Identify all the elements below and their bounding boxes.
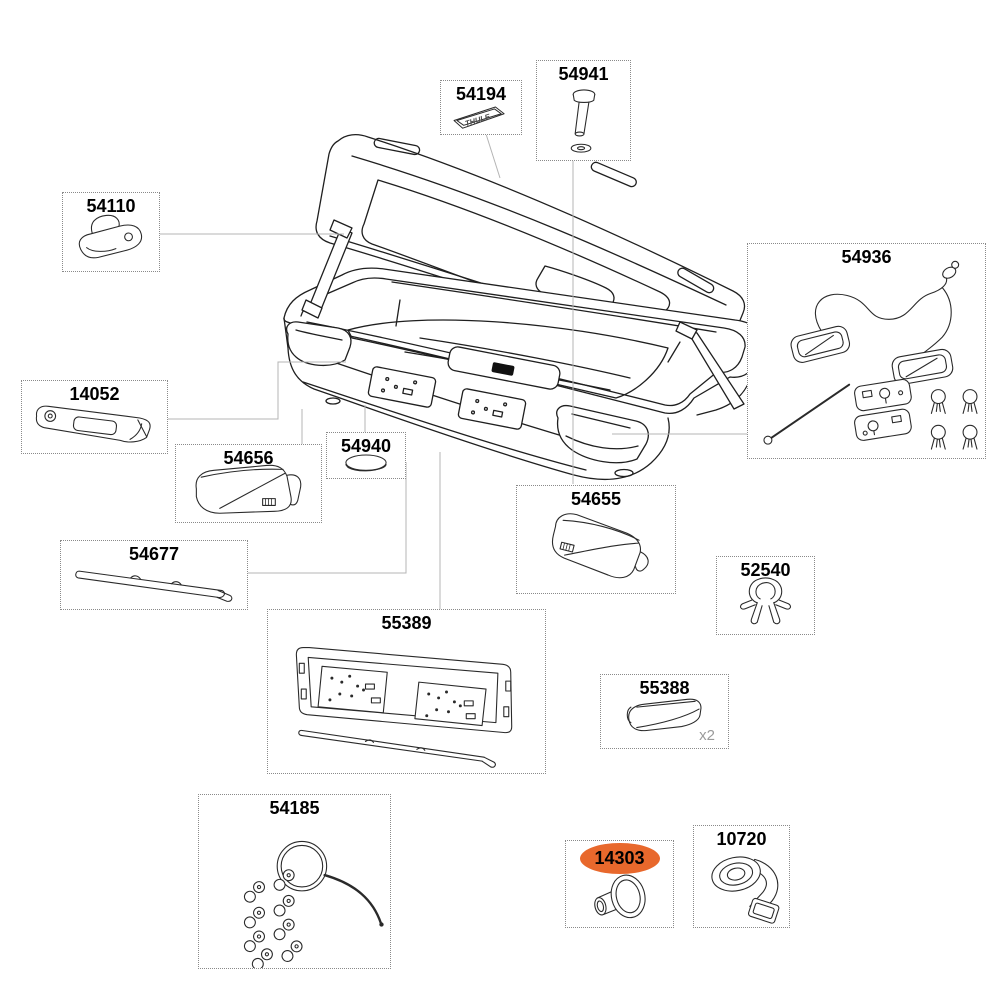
- quantity-note: x2: [699, 727, 715, 744]
- part-number-label: 54940: [340, 436, 392, 456]
- part-10720-strap-thumbnail: [711, 856, 780, 924]
- part-number-label: 54656: [223, 448, 274, 468]
- part-54655-corner-cover-thumbnail: [551, 513, 649, 579]
- connector-lines: [160, 133, 747, 609]
- part-54941-bolt-thumbnail: [570, 89, 596, 153]
- part-number-label: 52540: [740, 560, 791, 580]
- part-number-label: 54941: [558, 64, 609, 84]
- part-callout-55389[interactable]: 55389: [267, 609, 546, 774]
- part-callout-54941[interactable]: 54941: [536, 60, 631, 161]
- part-54110-lid-lock-thumbnail: [78, 214, 143, 259]
- part-callout-54110[interactable]: 54110: [62, 192, 160, 272]
- part-callout-54940[interactable]: 54940: [326, 432, 406, 479]
- part-number-label: 54936: [841, 247, 892, 267]
- part-54940-cap-thumbnail: [345, 454, 387, 472]
- part-callout-14052[interactable]: 14052: [21, 380, 168, 454]
- part-number-label-highlighted: 14303: [579, 843, 660, 874]
- clip-icons: [930, 389, 978, 450]
- part-callout-14303[interactable]: 14303: [565, 840, 674, 928]
- part-number-label: 55388: [639, 678, 690, 698]
- part-number-label: 54194: [455, 84, 507, 104]
- part-callout-10720[interactable]: 10720: [693, 825, 790, 928]
- part-number-label: 54655: [570, 489, 622, 509]
- part-callout-55388[interactable]: 55388 x2: [600, 674, 729, 749]
- part-callout-54936[interactable]: 54936: [747, 243, 986, 459]
- part-14303-grommet-thumbnail: [594, 874, 646, 919]
- part-55389-plate-holder-thumbnail: [295, 646, 513, 768]
- part-number-label: 54185: [269, 798, 320, 818]
- part-14052-handle-thumbnail: [35, 405, 151, 443]
- part-number-label: 54110: [86, 196, 136, 216]
- part-number-label: 55389: [381, 613, 432, 633]
- cable-clip-icons: [243, 869, 303, 968]
- part-number-label: 14052: [69, 384, 120, 404]
- part-callout-54655[interactable]: 54655: [516, 485, 676, 594]
- part-callout-54194[interactable]: 54194 THULE: [440, 80, 522, 135]
- part-54185-security-cable-thumbnail: [243, 840, 384, 968]
- part-number-label: 10720: [716, 829, 767, 849]
- part-callout-54185[interactable]: 54185: [198, 794, 391, 969]
- part-52540-clip-thumbnail: [739, 577, 792, 625]
- part-54936-light-kit-thumbnail: [763, 260, 978, 450]
- lid-strut-art: [301, 219, 745, 410]
- part-callout-54677[interactable]: 54677: [60, 540, 248, 610]
- part-54194-sticker-thumbnail: THULE: [453, 106, 505, 129]
- part-callout-54656[interactable]: 54656: [175, 444, 322, 523]
- part-54656-corner-cover-thumbnail: [195, 464, 302, 514]
- part-callout-52540[interactable]: 52540: [716, 556, 815, 635]
- part-number-label: 54677: [128, 544, 180, 564]
- tub-art: [283, 267, 762, 481]
- part-54677-trim-strip-thumbnail: [75, 570, 233, 602]
- part-55388-end-cap-thumbnail: [626, 698, 702, 732]
